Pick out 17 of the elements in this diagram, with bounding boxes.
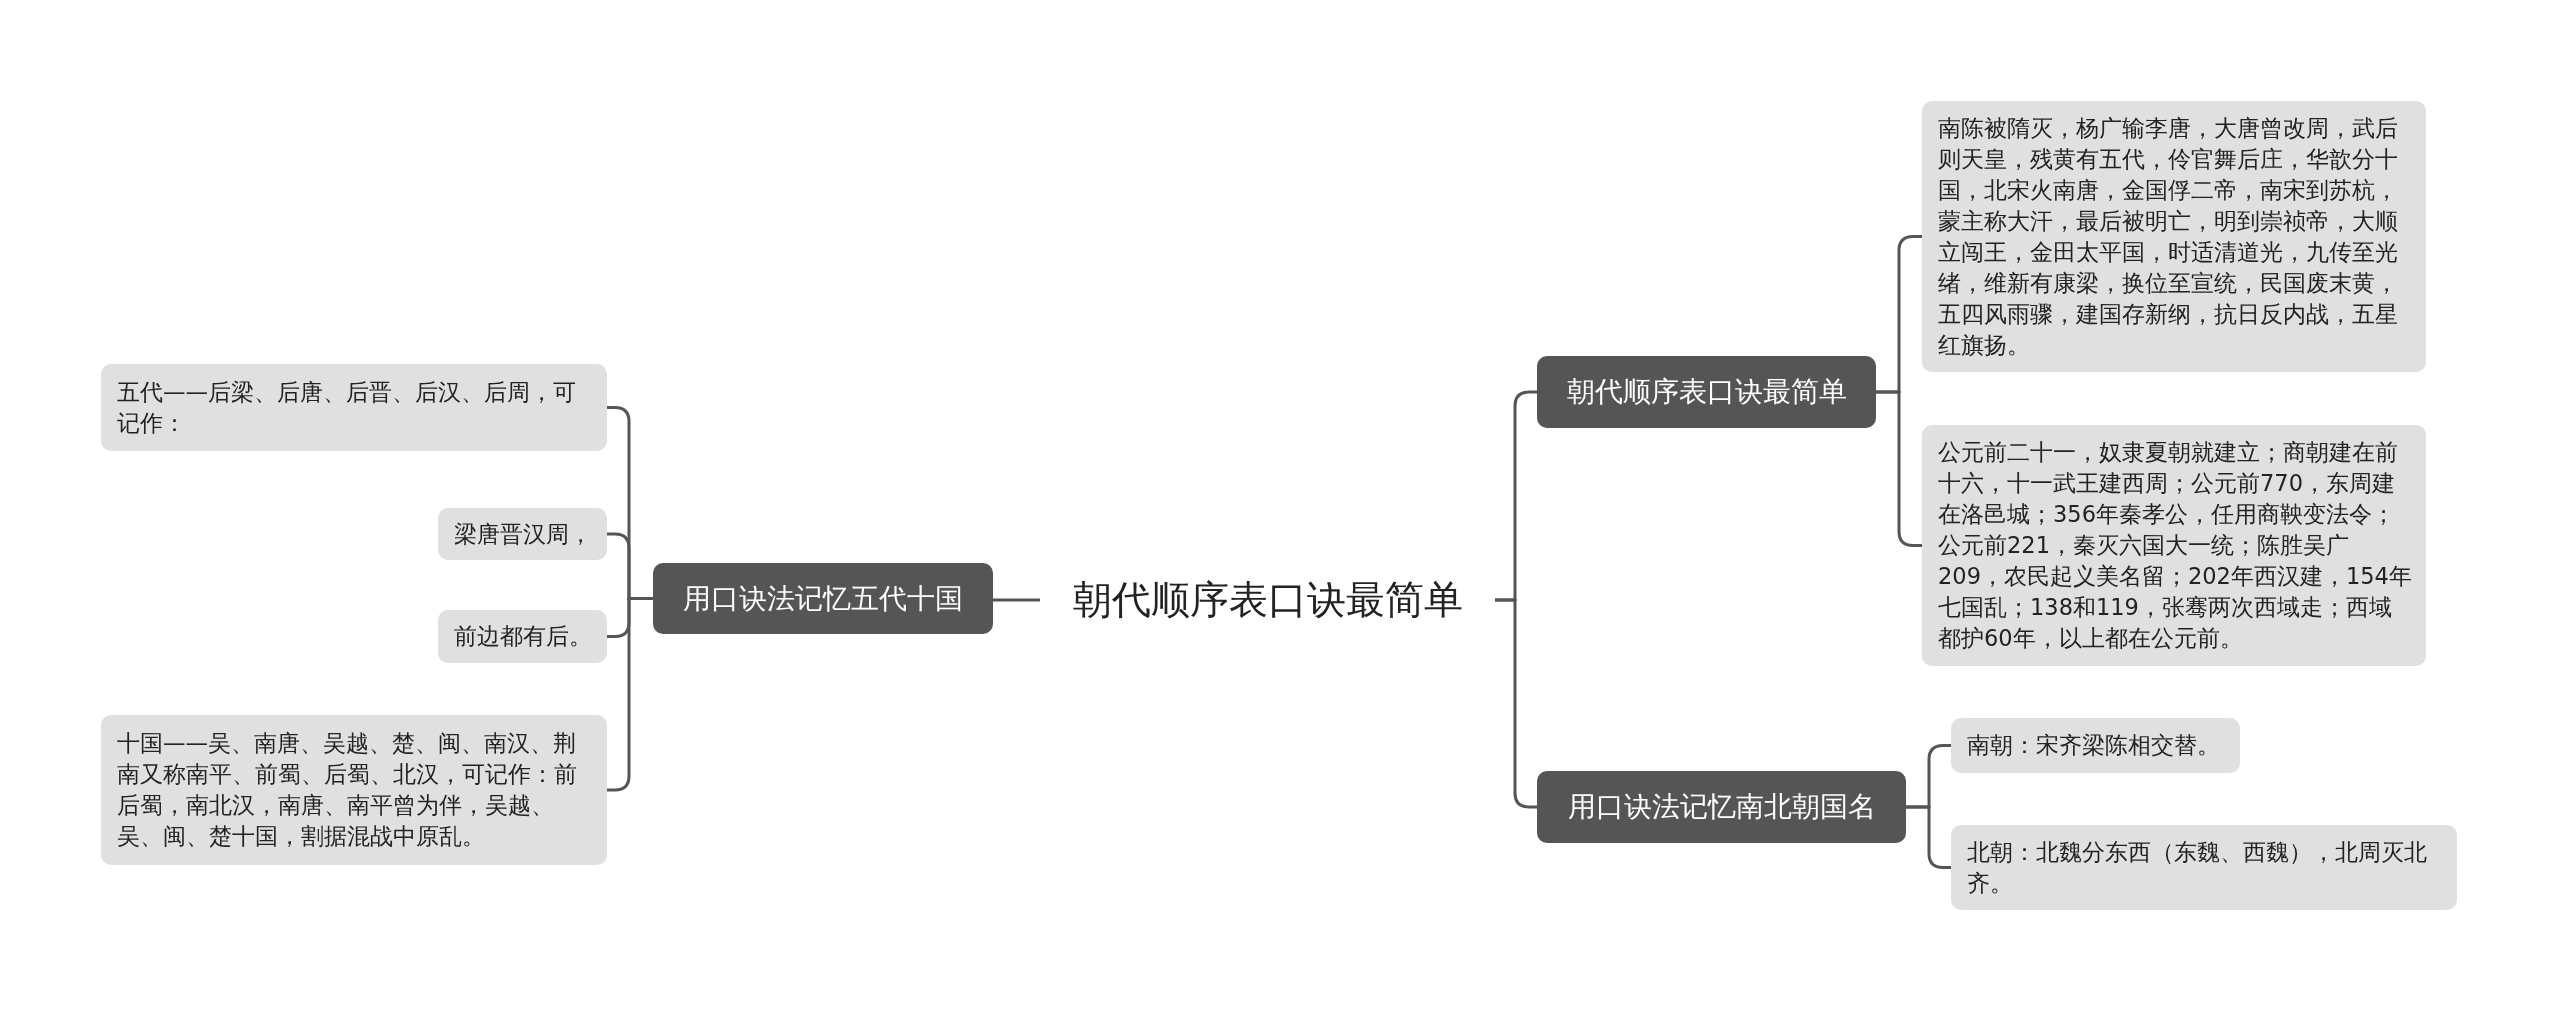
topic-box: 朝代顺序表口诀最简单 bbox=[1537, 356, 1876, 428]
note-box: 公元前二十一，奴隶夏朝就建立；商朝建在前十六，十一武王建西周；公元前770，东周建在洛邑城；356年秦孝公，任用商鞅变法令；公元前221，秦灭六国大一统；陈胜吴广209，农民起义美名留；202年西汉建，154年七国乱；138和119，张骞两次西域走；西域都护60年，以上都在公元前。 bbox=[1922, 425, 2426, 666]
connector-line bbox=[1495, 598, 1537, 809]
note-box: 北朝：北魏分东西（东魏、西魏），北周灭北齐。 bbox=[1951, 825, 2457, 910]
connector-line bbox=[1906, 805, 1951, 869]
note-box: 梁唐晋汉周， bbox=[438, 508, 607, 560]
central-topic: 朝代顺序表口诀最简单 bbox=[1040, 575, 1495, 625]
note-box: 前边都有后。 bbox=[438, 610, 607, 663]
connector-line bbox=[993, 598, 1040, 602]
note-box: 南朝：宋齐梁陈相交替。 bbox=[1951, 718, 2240, 773]
connector-line bbox=[1876, 390, 1922, 547]
topic-box: 用口诀法记忆南北朝国名 bbox=[1537, 771, 1906, 843]
note-box: 十国——吴、南唐、吴越、楚、闽、南汉、荆南又称南平、前蜀、后蜀、北汉，可记作：前后蜀，南北汉，南唐、南平曾为伴，吴越、吴、闽、楚十国，割据混战中原乱。 bbox=[101, 715, 607, 865]
note-box: 南陈被隋灭，杨广输李唐，大唐曾改周，武后则天皇，残黄有五代，伶官舞后庄，华歆分十国，北宋火南唐，金国俘二帝，南宋到苏杭，蒙主称大汗，最后被明亡，明到崇祯帝，大顺立闯王，金田太平国，时适清道光，九传至光绪，维新有康梁，换位至宣统，民国废末黄，五四风雨骤，建国存新纲，抗日反内战，五星红旗扬。 bbox=[1922, 101, 2426, 372]
connector-line bbox=[607, 597, 653, 792]
topic-box: 用口诀法记忆五代十国 bbox=[653, 563, 993, 634]
note-box: 五代——后梁、后唐、后晋、后汉、后周，可记作： bbox=[101, 364, 607, 451]
